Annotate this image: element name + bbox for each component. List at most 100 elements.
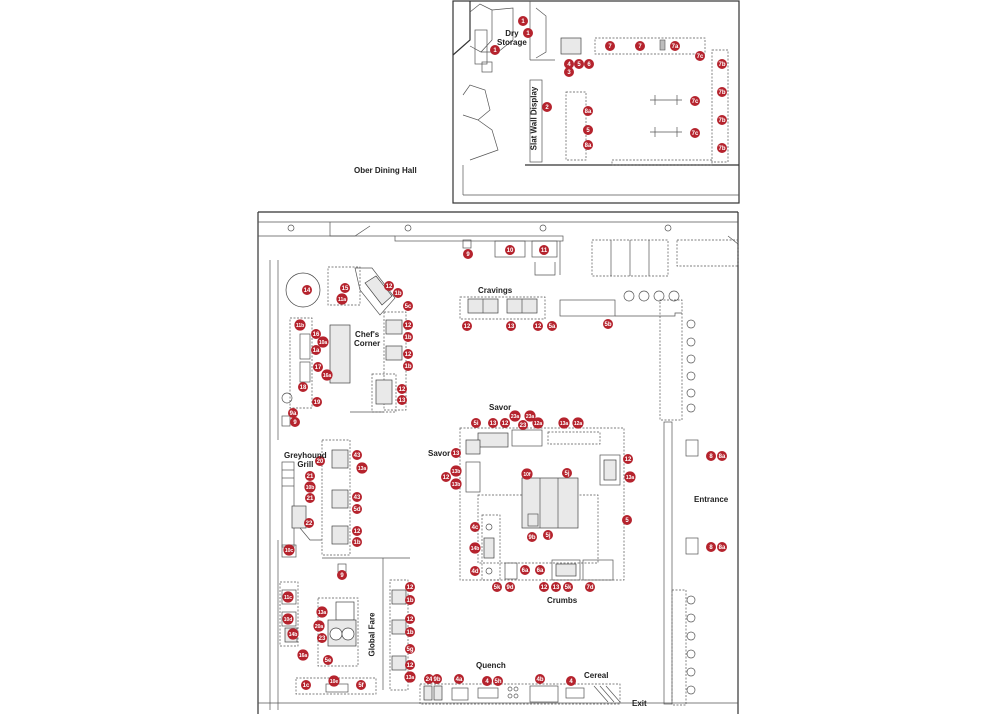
marker-9: 9	[337, 570, 347, 580]
marker-13: 13	[451, 448, 461, 458]
marker-badge	[469, 542, 481, 554]
marker-badge	[312, 397, 322, 407]
marker-7: 7	[605, 41, 615, 51]
marker-1a: 1a	[311, 345, 321, 355]
marker-number: 11a	[338, 297, 346, 303]
marker-badge	[583, 106, 593, 116]
marker-badge	[585, 582, 595, 592]
marker-number: 13a	[626, 475, 635, 481]
marker-badge	[490, 45, 500, 55]
marker-badge	[340, 283, 350, 293]
marker-number: 13	[508, 324, 515, 330]
marker-12a: 12a	[572, 417, 584, 429]
marker-1c: 1c	[301, 680, 311, 690]
marker-badge	[297, 649, 309, 661]
marker-number: 8a	[719, 545, 726, 551]
marker-8a: 8a	[717, 451, 727, 461]
marker-1b: 1b	[393, 288, 403, 298]
marker-number: 9	[466, 252, 470, 258]
marker-22: 22	[304, 518, 314, 528]
marker-badge	[282, 613, 294, 625]
marker-number: 1b	[406, 598, 413, 604]
marker-number: 43	[354, 453, 361, 459]
ober-dining-hall-label: Ober Dining Hall	[354, 166, 417, 175]
marker-number: 5	[586, 128, 590, 134]
marker-badge	[352, 504, 362, 514]
marker-number: 10d	[284, 617, 293, 623]
marker-number: 7a	[672, 44, 679, 50]
marker-number: 1c	[303, 683, 310, 689]
marker-badge	[288, 408, 298, 418]
marker-number: 7	[608, 44, 612, 50]
marker-badge	[328, 675, 340, 687]
marker-badge	[282, 591, 294, 603]
marker-4c: 4c	[470, 522, 480, 532]
marker-number: 12	[407, 617, 414, 623]
marker-badge	[539, 582, 549, 592]
marker-4: 4	[566, 676, 576, 686]
marker-badge	[505, 582, 515, 592]
marker-13: 13	[551, 582, 561, 592]
marker-number: 5j	[564, 471, 569, 477]
marker-5: 5	[622, 515, 632, 525]
marker-5i: 5i	[471, 418, 481, 428]
marker-number: 4c	[472, 525, 479, 531]
greyhound-grill-fixtures	[281, 439, 410, 690]
cereal-label: Cereal	[584, 671, 609, 680]
marker-number: 1	[493, 48, 497, 54]
marker-12: 12	[352, 526, 362, 536]
marker-number: 10a	[319, 340, 328, 346]
marker-7b: 7b	[717, 59, 727, 69]
marker-number: 12	[405, 352, 412, 358]
marker-number: 5f	[358, 683, 364, 689]
marker-number: 19	[314, 400, 321, 406]
global-fare-fixtures	[279, 579, 409, 695]
marker-badge	[301, 680, 311, 690]
marker-13: 13	[488, 418, 498, 428]
savor-left-label: Savor	[428, 449, 451, 458]
marker-number: 14	[304, 288, 311, 294]
marker-badge	[356, 462, 368, 474]
marker-number: 43	[354, 495, 361, 501]
marker-12: 12	[441, 472, 451, 482]
marker-9: 9	[463, 249, 473, 259]
marker-badge	[493, 676, 503, 686]
marker-badge	[405, 644, 415, 654]
marker-number: 12	[407, 663, 414, 669]
marker-13b: 13b	[450, 478, 462, 490]
marker-badge	[624, 471, 636, 483]
marker-badge	[532, 417, 544, 429]
marker-badge	[397, 384, 407, 394]
main-store-walls	[257, 211, 739, 714]
marker-number: 9	[293, 420, 297, 426]
marker-16a: 16a	[297, 649, 309, 661]
marker-badge	[706, 451, 716, 461]
marker-number: 7d	[586, 585, 593, 591]
global-fare-label: Global Fare	[367, 612, 377, 657]
marker-badge	[690, 96, 700, 106]
marker-badge	[403, 320, 413, 330]
exit-label: Exit	[632, 699, 647, 708]
marker-number: 14b	[289, 632, 298, 638]
marker-badge	[405, 660, 415, 670]
marker-8a: 8a	[583, 106, 593, 116]
marker-number: 16a	[323, 373, 332, 379]
marker-badge	[542, 102, 552, 112]
marker-badge	[352, 492, 362, 502]
marker-number: 20a	[315, 624, 324, 630]
marker-9b: 9b	[432, 674, 442, 684]
marker-5: 5	[583, 125, 593, 135]
marker-8: 8	[706, 451, 716, 461]
marker-10d: 10d	[282, 613, 294, 625]
marker-badge	[321, 369, 333, 381]
marker-5a: 5a	[547, 321, 557, 331]
marker-badge	[305, 493, 315, 503]
marker-number: 16	[313, 332, 320, 338]
marker-13a: 13a	[316, 606, 328, 618]
marker-number: 1b	[404, 364, 411, 370]
marker-badge	[572, 417, 584, 429]
slat-wall-display-label: Slat Wall Display	[529, 86, 539, 151]
marker-number: 9b	[433, 677, 440, 683]
marker-badge	[584, 59, 594, 69]
